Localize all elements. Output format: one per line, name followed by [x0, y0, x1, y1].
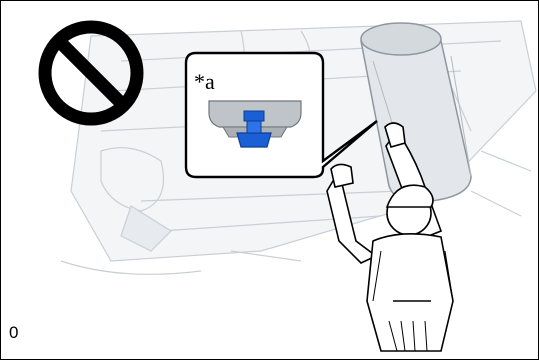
callout-label: *a — [194, 69, 215, 95]
illustration-id: 0 — [9, 323, 18, 343]
